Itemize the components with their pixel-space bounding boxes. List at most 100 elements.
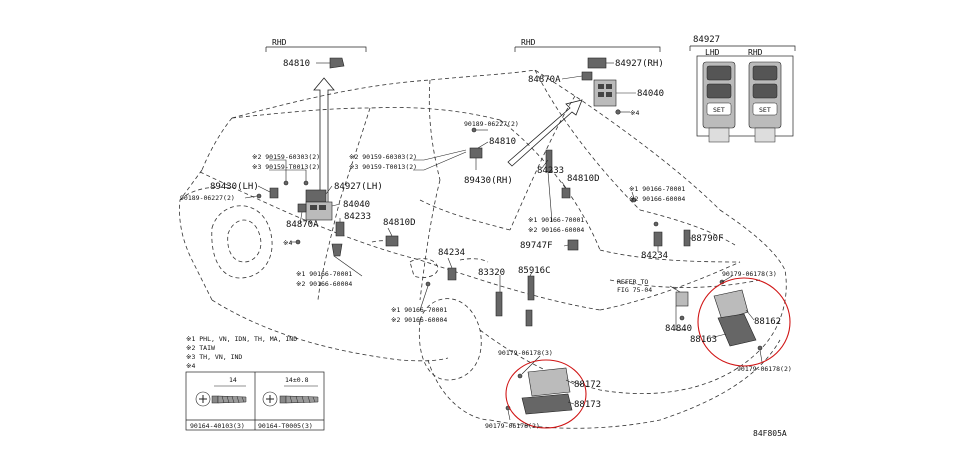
label-90189-top: 90189-06227(2): [464, 120, 519, 128]
part-84234-right: [653, 231, 663, 247]
label-84840: 84840: [665, 324, 692, 334]
part-84810-top: [329, 57, 345, 69]
label-84233-mid: 84233: [537, 166, 564, 176]
rhd-set-label: SET: [759, 106, 771, 114]
label-90166-60004-c: ※2 90166-60004: [528, 226, 584, 234]
label-84233-left: 84233: [344, 212, 371, 222]
arrow-up-right: [507, 99, 583, 167]
label-90179-left-bot: 90179-06178(2): [485, 422, 540, 430]
label-84234-right: 84234: [641, 251, 668, 261]
label-84810d-left: 84810D: [383, 218, 416, 228]
part-89430-lh: [269, 187, 279, 199]
part-84233-left: [335, 221, 345, 237]
part-84040-left: [305, 201, 333, 221]
label-84810d-right: 84810D: [567, 174, 600, 184]
label-90179-left-top: 90179-06178(3): [498, 349, 553, 357]
legend-part-1: 90164-40103(3): [190, 422, 245, 430]
label-90166-60004-a: ※2 90166-60004: [296, 280, 352, 288]
label-85916c: 85916C: [518, 266, 551, 276]
label-90179-right-top: 90179-06178(3): [722, 270, 777, 278]
arrow-up-left: [313, 77, 335, 205]
legend-part-2: 90164-T0005(3): [258, 422, 313, 430]
rhd-label: RHD: [272, 38, 287, 47]
label-88162: 88162: [754, 317, 781, 327]
legend-dim-2: 14±0.8: [285, 376, 309, 384]
part-84233-mid: [545, 149, 553, 173]
label-90166-70001-d: ※1 90166-70001: [629, 185, 685, 193]
legend-dim-1: 14: [229, 376, 237, 384]
rhd-header-left: RHD: [265, 38, 367, 52]
inset-lhd-label: LHD: [705, 48, 720, 57]
legend-note-1: ※1 PHL, VN, IDN, TH, MA, IND: [186, 335, 297, 343]
label-83320: 83320: [478, 268, 505, 278]
diagram-code: 84F805A: [753, 429, 787, 438]
highlight-circle-right: [697, 277, 791, 367]
label-88163: 88163: [690, 335, 717, 345]
rhd-header-right: RHD: [514, 38, 661, 52]
part-84810d-left: [385, 235, 399, 247]
label-84040-left: 84040: [343, 200, 370, 210]
label-88173: 88173: [574, 400, 601, 410]
screw-thread-icon: [217, 395, 247, 404]
label-x4-left: ※4: [283, 239, 292, 247]
label-90166-70001-c: ※1 90166-70001: [528, 216, 584, 224]
label-90189-left: 90189-06227(2): [180, 194, 235, 202]
part-84234-left: [447, 267, 457, 281]
part-83320: [495, 291, 503, 317]
part-84040-top: [593, 79, 617, 107]
label-84040-top: 84040: [637, 89, 664, 99]
part-84927-lh: [305, 189, 327, 203]
part-88790f: [683, 229, 691, 247]
leader-lines: [244, 62, 763, 421]
part-88163: [717, 313, 757, 347]
part-88173: [521, 393, 573, 415]
label-88790f: 88790F: [691, 234, 724, 244]
rhd-label: RHD: [521, 38, 536, 47]
inset-84927: 84927 LHD RHD SET SET: [689, 35, 796, 143]
parts: [256, 57, 763, 415]
part-88172: [527, 367, 571, 397]
label-90159-60303-left: ※2 90159-60303(2): [252, 153, 320, 161]
part-84870a-left: [297, 203, 307, 213]
label-84927-rh: 84927(RH): [615, 59, 664, 69]
label-89747f: 89747F: [520, 241, 553, 251]
inset-part-number: 84927: [693, 35, 720, 45]
label-90166-70001-a: ※1 90166-70001: [296, 270, 352, 278]
label-90179-right-bot: 90179-06178(2): [737, 365, 792, 373]
lhd-set-label: SET: [713, 106, 725, 114]
callout-labels: 84810 84927(RH) 84870A 84040 ※4 90189-06…: [180, 59, 792, 430]
label-90166-60004-b: ※2 90166-60004: [391, 316, 447, 324]
inset-rhd-label: RHD: [748, 48, 763, 57]
label-84810-mid: 84810: [489, 137, 516, 147]
part-85916c: [527, 275, 535, 301]
label-90166-60004-d: ※2 90166-60004: [629, 195, 685, 203]
label-84810-top: 84810: [283, 59, 310, 69]
label-90166-70001-b: ※1 90166-70001: [391, 306, 447, 314]
label-refer-to: REFER TO: [617, 278, 648, 286]
part-84870a-top: [581, 71, 593, 81]
label-x4-top: ※4: [630, 109, 639, 117]
part-89747f: [567, 239, 579, 251]
legend-note-2: ※2 TAIW: [186, 344, 215, 352]
part-84810d-right: [561, 187, 571, 199]
label-89430-lh: 89430(LH): [210, 182, 259, 192]
part-89430-rh: [469, 147, 483, 159]
label-84234-left: 84234: [438, 248, 465, 258]
label-84927-lh: 84927(LH): [334, 182, 383, 192]
part-84840: [675, 291, 689, 307]
label-84870a-top: 84870A: [528, 75, 561, 85]
car-body-outline: [179, 69, 787, 429]
label-89430-rh: 89430(RH): [464, 176, 513, 186]
legend: ※1 PHL, VN, IDN, TH, MA, IND ※2 TAIW ※3 …: [185, 335, 325, 431]
label-fig-75-04: FIG 75-04: [617, 286, 652, 294]
legend-note-3: ※3 TH, VN, IND: [186, 353, 242, 361]
highlight-circle-left: [505, 359, 587, 429]
screw-thread-icon: [285, 395, 319, 404]
label-88172: 88172: [574, 380, 601, 390]
part-84927-rh: [587, 57, 607, 69]
legend-note-4: ※4: [186, 362, 195, 370]
label-90159-t0013-mid: ※3 90159-T0013(2): [349, 163, 417, 171]
label-90159-t0013-left: ※3 90159-T0013(2): [252, 163, 320, 171]
label-84870a-left: 84870A: [286, 220, 319, 230]
